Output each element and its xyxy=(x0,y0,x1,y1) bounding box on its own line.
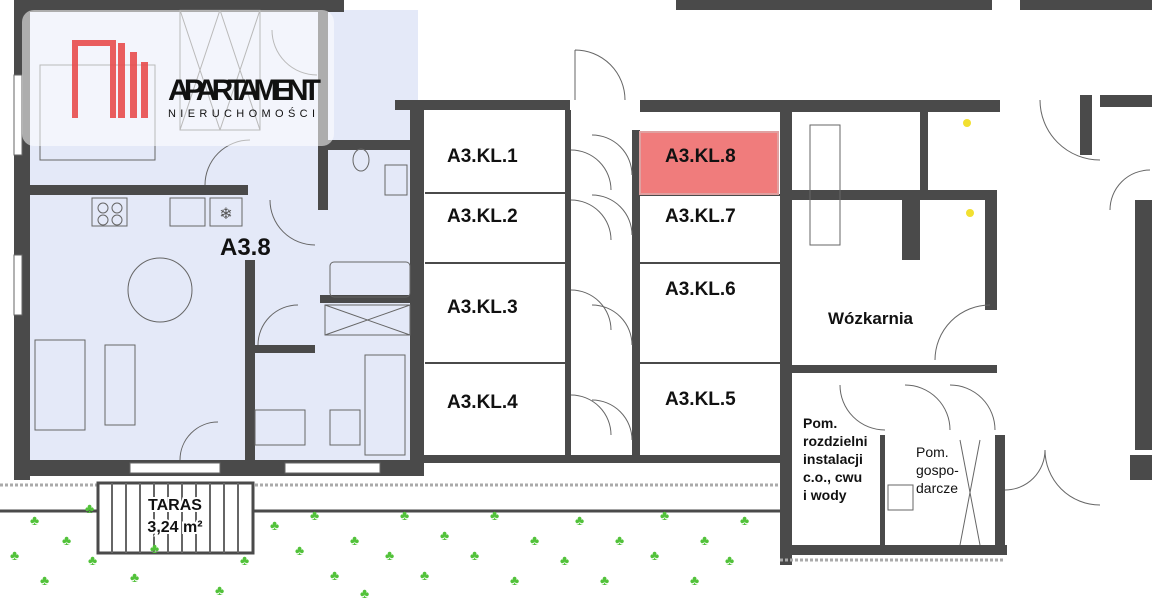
logo-name: APARTAMENT xyxy=(168,74,321,107)
plant-icon: ♣ xyxy=(600,574,609,589)
plant-icon: ♣ xyxy=(215,584,224,599)
svg-text:Pom.: Pom. xyxy=(916,444,949,460)
plant-icon: ♣ xyxy=(150,542,159,557)
plant-icon: ♣ xyxy=(385,549,394,564)
svg-text:Pom.: Pom. xyxy=(803,415,837,431)
storage-unit-label[interactable]: A3.KL.2 xyxy=(447,206,518,227)
plant-icon: ♣ xyxy=(660,509,669,524)
plant-icon: ♣ xyxy=(10,549,19,564)
svg-text:rozdzielni: rozdzielni xyxy=(803,433,868,449)
plant-icon: ♣ xyxy=(85,502,94,517)
storage-a3-kl-8-highlight[interactable] xyxy=(639,131,779,195)
plant-icon: ♣ xyxy=(725,554,734,569)
plant-icon: ♣ xyxy=(690,574,699,589)
fridge-snowflake-icon: ❄ xyxy=(219,206,232,223)
storage-unit-label[interactable]: A3.KL.6 xyxy=(665,279,736,300)
utility-room-label: Pom. gospo- darcze xyxy=(916,444,959,496)
storage-unit-labels: A3.KL.1 A3.KL.2 A3.KL.3 A3.KL.4 A3.KL.8 … xyxy=(447,146,736,413)
storage-unit-label[interactable]: A3.KL.1 xyxy=(447,146,518,167)
plant-icon: ♣ xyxy=(510,574,519,589)
plant-icon: ♣ xyxy=(560,554,569,569)
plant-icon: ♣ xyxy=(330,569,339,584)
plant-icon: ♣ xyxy=(40,574,49,589)
svg-text:i wody: i wody xyxy=(803,487,847,503)
plant-icon: ♣ xyxy=(270,519,279,534)
distribution-room-label: Pom. rozdzielni instalacji c.o., cwu i w… xyxy=(803,415,868,503)
plant-icon: ♣ xyxy=(360,587,369,600)
plant-icon: ♣ xyxy=(295,544,304,559)
svg-text:gospo-: gospo- xyxy=(916,462,959,478)
pram-room-label: Wózkarnia xyxy=(828,309,914,328)
terrace-area: 3,24 m² xyxy=(147,519,202,536)
plant-icon: ♣ xyxy=(740,514,749,529)
plant-icon: ♣ xyxy=(490,509,499,524)
plant-icon: ♣ xyxy=(700,534,709,549)
plant-icon: ♣ xyxy=(650,549,659,564)
apartment-label: A3.8 xyxy=(220,234,271,261)
logo-tagline: NIERUCHOMOŚCI xyxy=(168,107,318,120)
plant-icon: ♣ xyxy=(310,509,319,524)
plant-icon: ♣ xyxy=(615,534,624,549)
plant-icon: ♣ xyxy=(575,514,584,529)
plant-icon: ♣ xyxy=(530,534,539,549)
plant-icon: ♣ xyxy=(88,554,97,569)
terrace[interactable]: TARAS 3,24 m² xyxy=(96,481,255,555)
company-logo: APARTAMENT NIERUCHOMOŚCI xyxy=(22,10,334,146)
lawn-plants: ♣ ♣ ♣ ♣ ♣ ♣ ♣ ♣ ♣ ♣ ♣ ♣ ♣ ♣ ♣ ♣ ♣ ♣ ♣ ♣ ♣ ♣ ♣ ♣ ♣ ♣ ♣ ♣ ♣ ♣ ♣ ♣ ♣ ♣ xyxy=(10,502,749,600)
plant-icon: ♣ xyxy=(400,509,409,524)
plant-icon: ♣ xyxy=(440,529,449,544)
plant-icon: ♣ xyxy=(350,534,359,549)
storage-unit-label[interactable]: A3.KL.3 xyxy=(447,297,518,318)
plant-icon: ♣ xyxy=(470,549,479,564)
plant-icon: ♣ xyxy=(420,569,429,584)
storage-unit-label[interactable]: A3.KL.4 xyxy=(447,392,518,413)
plant-icon: ♣ xyxy=(30,514,39,529)
svg-text:darcze: darcze xyxy=(916,480,958,496)
storage-unit-label[interactable]: A3.KL.5 xyxy=(665,389,736,410)
svg-text:c.o., cwu: c.o., cwu xyxy=(803,469,862,485)
terrace-label: TARAS xyxy=(148,497,202,514)
plant-icon: ♣ xyxy=(130,571,139,586)
svg-text:instalacji: instalacji xyxy=(803,451,863,467)
plant-icon: ♣ xyxy=(62,534,71,549)
storage-unit-label[interactable]: A3.KL.7 xyxy=(665,206,736,227)
storage-unit-label[interactable]: A3.KL.8 xyxy=(665,146,736,167)
plant-icon: ♣ xyxy=(240,554,249,569)
